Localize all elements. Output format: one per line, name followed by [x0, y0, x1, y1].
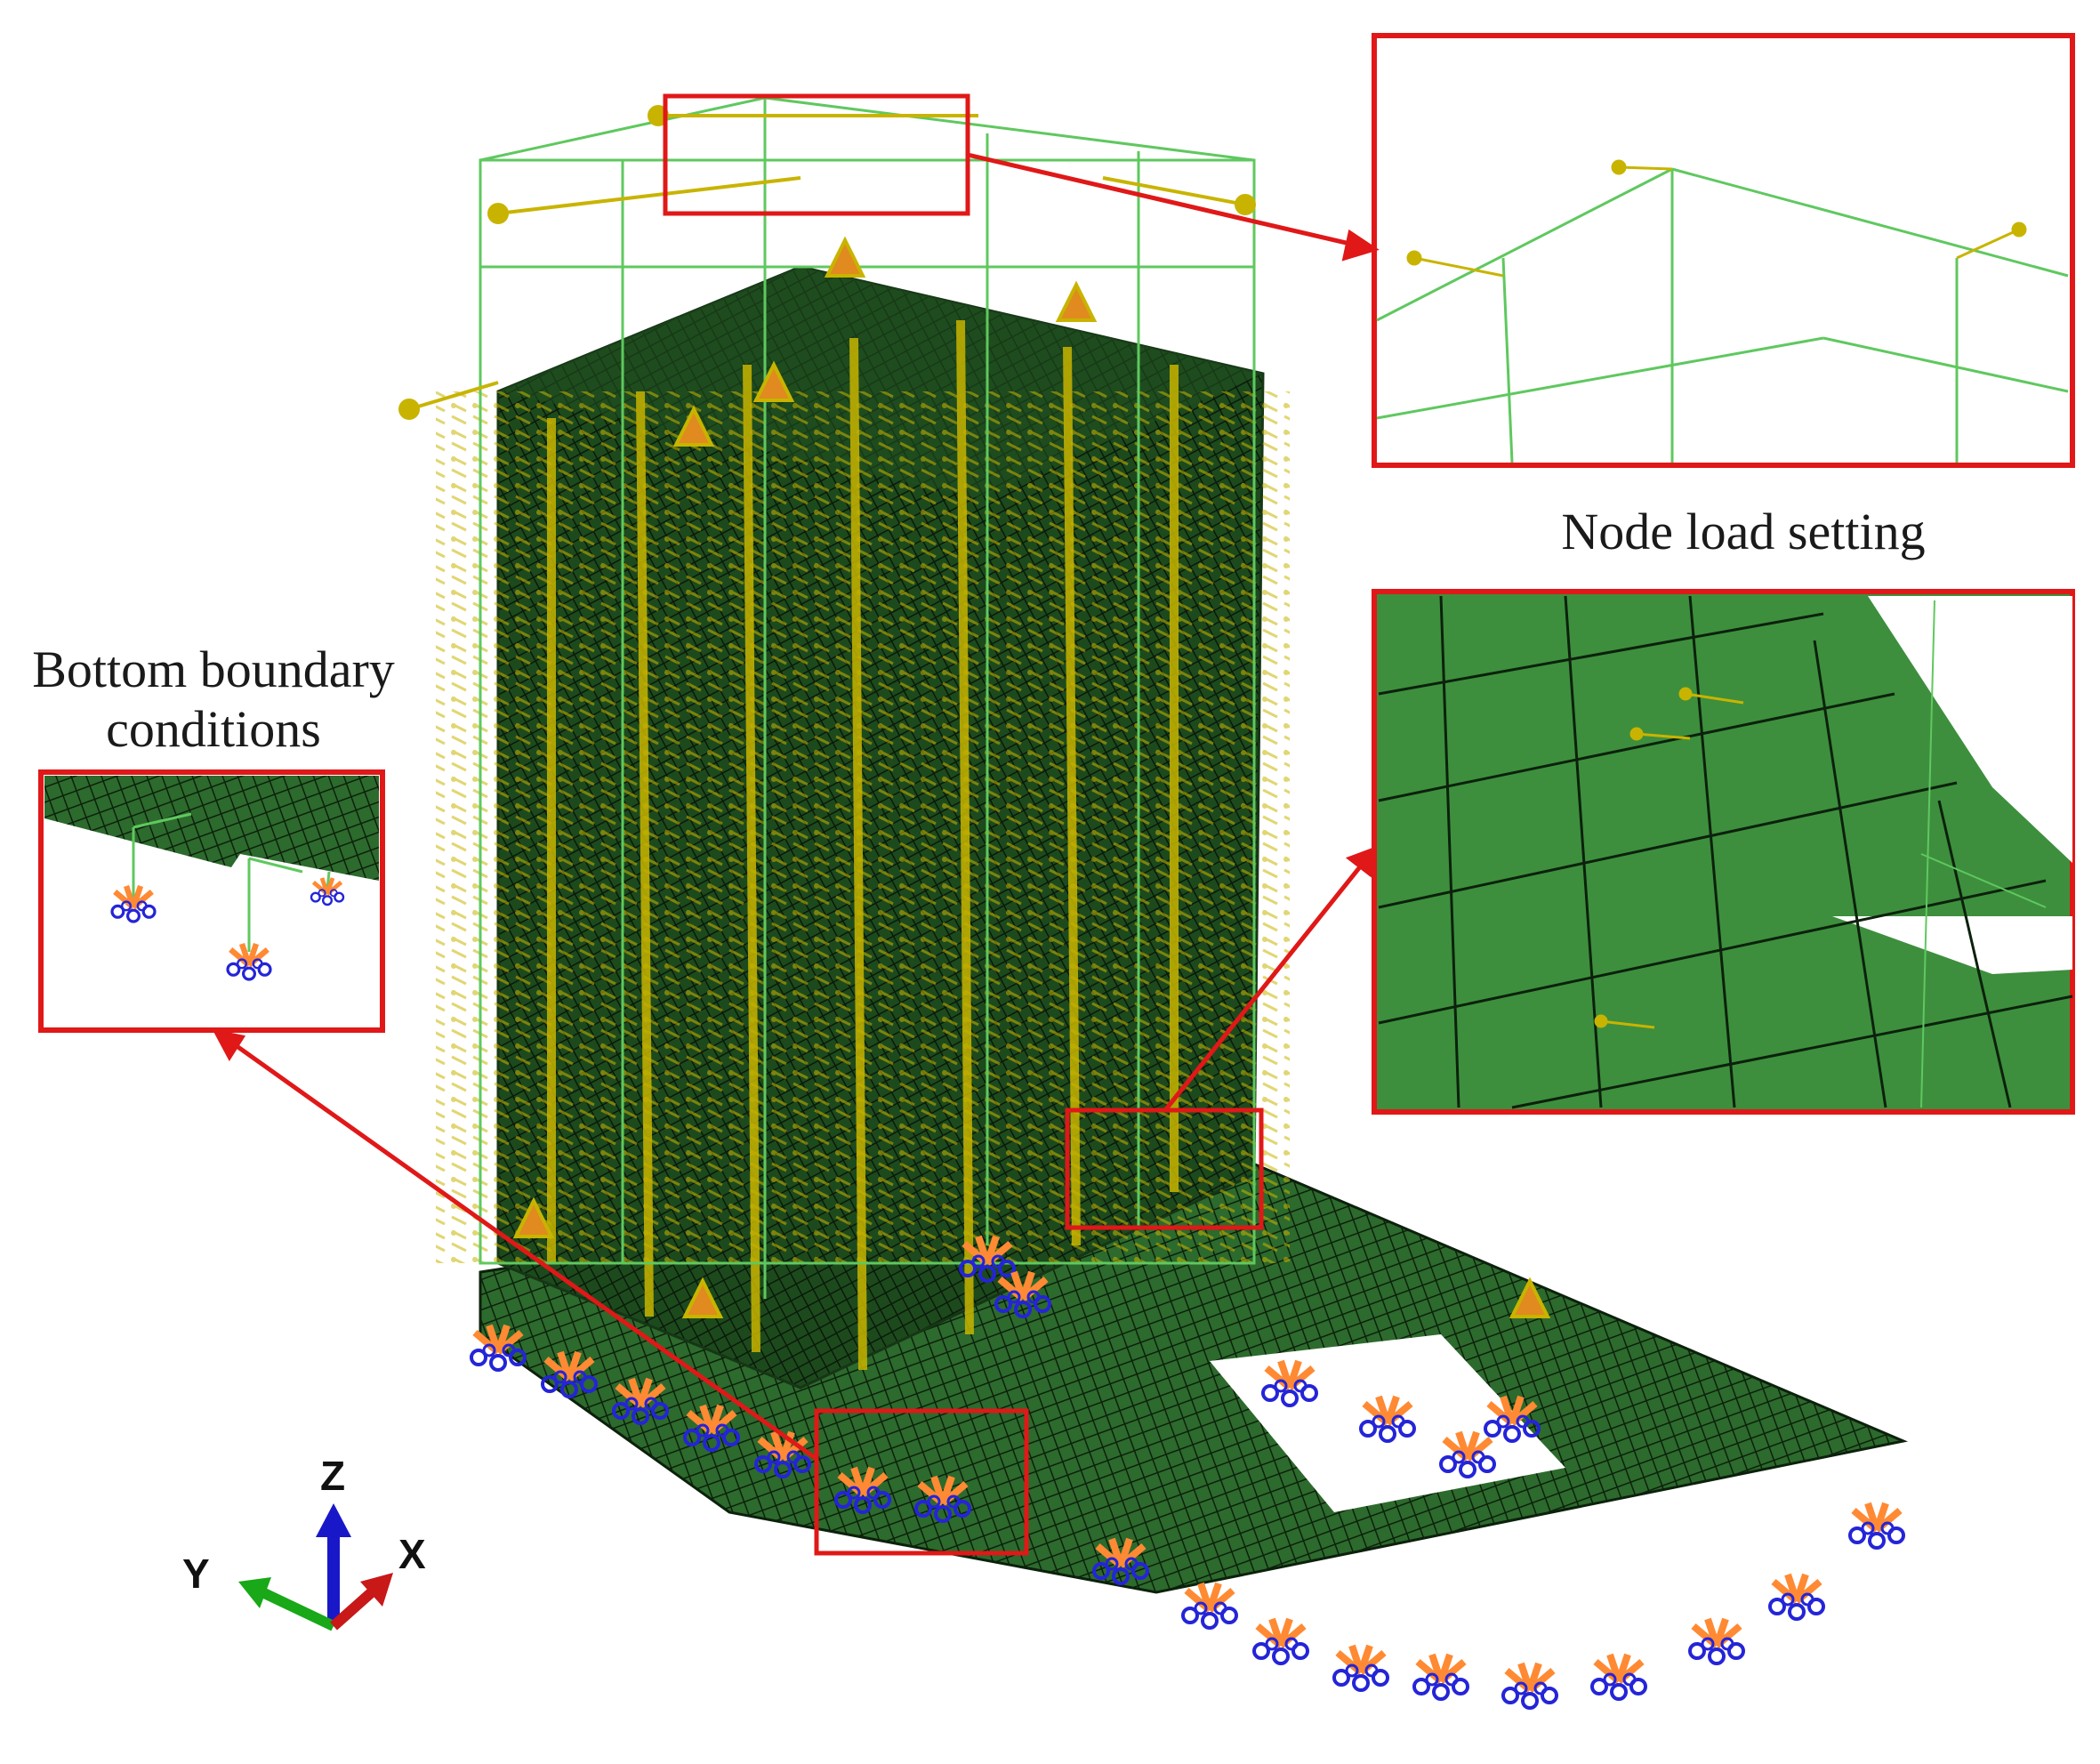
bottom-boundary-caption-line2: conditions	[106, 699, 321, 758]
inset-slab-node-load	[1372, 589, 2075, 1115]
tower-body	[436, 265, 1290, 1389]
axis-label-y: Y	[182, 1551, 210, 1597]
inset-bottom-boundary	[38, 769, 385, 1033]
inset-node-load-top	[1372, 33, 2075, 468]
axis-label-x: X	[398, 1531, 426, 1577]
node-load-arrows	[398, 105, 1551, 1318]
bottom-boundary-caption: Bottom boundary conditions	[9, 640, 418, 759]
bottom-boundary-caption-line1: Bottom boundary	[32, 640, 395, 698]
axis-label-z: Z	[320, 1453, 346, 1499]
frame-wireframe	[479, 96, 1256, 1299]
node-load-caption: Node load setting	[1561, 503, 1926, 560]
callout-arrows	[212, 152, 1380, 1462]
axis-triad	[238, 1503, 393, 1631]
